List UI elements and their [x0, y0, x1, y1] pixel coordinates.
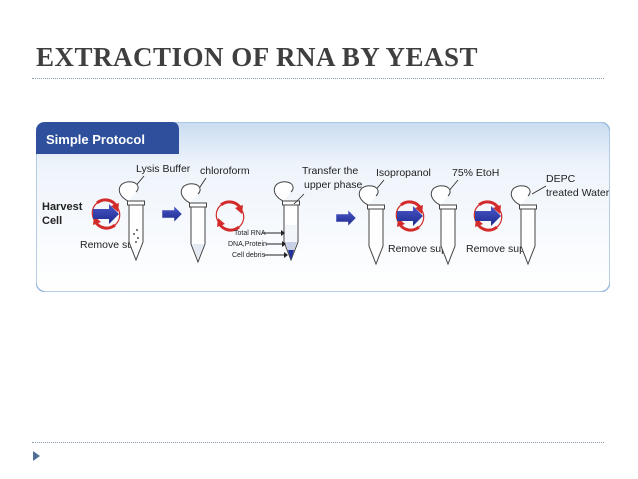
protocol-header: Simple Protocol	[46, 132, 145, 147]
total-rna-label: Total RNA	[234, 230, 266, 237]
cell-dot	[137, 237, 139, 239]
protocol-panel	[36, 122, 610, 292]
lower-phase	[288, 250, 294, 260]
remove-sup-label-1: Remove sup	[80, 239, 139, 251]
isopropanol-label: Isopropanol	[376, 167, 431, 179]
pointer-head	[284, 252, 288, 258]
upper-phase	[285, 225, 297, 242]
footer-divider	[32, 442, 604, 443]
depc-label-line2: treated Water	[546, 187, 610, 199]
protocol-diagram: Simple Protocol Harvest Cell Remove sup …	[36, 122, 610, 292]
etoh-label: 75% EtoH	[452, 167, 499, 179]
cell-dot	[135, 241, 137, 243]
harvest-label: Harvest	[42, 201, 83, 213]
pointer-line	[293, 193, 305, 205]
transfer-label-line2: upper phase	[304, 179, 363, 191]
header-tab	[36, 122, 179, 154]
cell-label: Cell	[42, 215, 62, 227]
dna-protein-label: DNA,Protein	[228, 241, 267, 248]
chloroform-label: chloroform	[200, 165, 250, 177]
transfer-label-line1: Transfer the	[302, 165, 358, 177]
remove-sup-label-3: Remove sup	[466, 243, 525, 255]
pointer-head	[282, 241, 286, 247]
interphase	[285, 242, 297, 250]
lysis-buffer-label: Lysis Buffer	[136, 163, 191, 175]
remove-sup-label-2: Remove sup	[388, 243, 447, 255]
title-divider	[32, 78, 604, 79]
cell-dot	[136, 229, 138, 231]
cell-debris-label: Cell debris	[232, 252, 266, 259]
depc-label-line1: DEPC	[546, 173, 576, 185]
liquid-fill	[192, 244, 204, 260]
protocol-svg: Simple Protocol Harvest Cell Remove sup …	[36, 122, 610, 292]
pointer-head	[281, 230, 285, 236]
footer-bullet-icon	[33, 451, 40, 461]
cell-dot	[133, 233, 135, 235]
slide-title: EXTRACTION OF RNA BY YEAST	[36, 42, 479, 72]
pointer-line	[531, 185, 547, 195]
